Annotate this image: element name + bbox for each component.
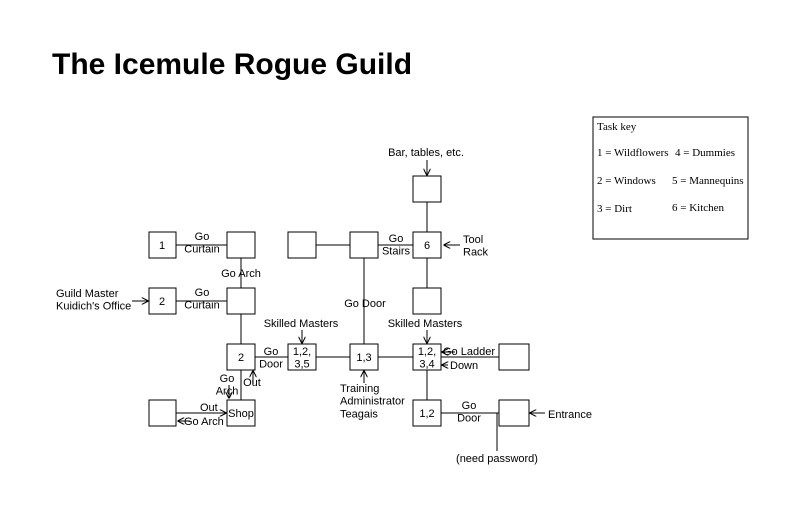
room-label: 1,2,3,5 xyxy=(293,346,311,371)
room-2-mid xyxy=(226,343,256,371)
annotation: Entrance xyxy=(548,409,592,421)
task-key-heading: Task key xyxy=(597,121,637,133)
room-shop xyxy=(226,399,256,427)
task-key-item: 2 = Windows xyxy=(597,175,656,187)
task-key: Task key 1 = Wildflowers 4 = Dummies 2 =… xyxy=(592,116,749,240)
task-key-item: 1 = Wildflowers xyxy=(597,147,669,159)
room-label: 2 xyxy=(238,352,244,364)
room-curtain-1 xyxy=(226,231,256,259)
room-6 xyxy=(412,231,442,259)
task-key-item: 5 = Mannequins xyxy=(672,175,744,187)
room-below-6 xyxy=(412,287,442,315)
connectors xyxy=(176,202,499,451)
room-134 xyxy=(412,343,442,371)
room-2-guild-master xyxy=(148,287,177,315)
room-curtain-2 xyxy=(226,287,256,315)
room-label: 1,2 xyxy=(419,408,434,420)
room-label: 1 xyxy=(159,240,165,252)
path-label: Go Arch xyxy=(221,268,261,280)
annotation: (need password) xyxy=(456,453,538,465)
room-label: 2 xyxy=(159,296,165,308)
path-label: Go Door xyxy=(344,298,386,310)
path-label: Down xyxy=(450,360,478,372)
room-ladder xyxy=(498,343,530,371)
task-key-item: 6 = Kitchen xyxy=(672,202,725,214)
page-title: The Icemule Rogue Guild xyxy=(52,48,412,81)
room-label: 1,3 xyxy=(356,352,371,364)
room-135 xyxy=(287,343,317,371)
room-label: 6 xyxy=(424,240,430,252)
path-label: Out xyxy=(200,402,218,414)
path-label: Out xyxy=(243,377,261,389)
annotation: Skilled Masters xyxy=(264,318,339,330)
room-bar xyxy=(412,175,442,203)
path-label: Go Ladder xyxy=(443,346,495,358)
task-key-item: 4 = Dummies xyxy=(675,147,735,159)
path-label: Go Arch xyxy=(184,416,224,428)
annotation: Bar, tables, etc. xyxy=(388,147,464,159)
room-stairs xyxy=(349,231,379,259)
room-entrance xyxy=(498,399,530,427)
room-1-top xyxy=(148,231,177,259)
annotation: Skilled Masters xyxy=(388,318,463,330)
arrows xyxy=(132,160,545,421)
room-12 xyxy=(412,399,442,427)
task-key-item: 3 = Dirt xyxy=(597,203,632,215)
rooms xyxy=(148,175,530,427)
room-label: Shop xyxy=(228,408,254,420)
room-shop-left xyxy=(148,399,177,427)
room-left-top xyxy=(287,231,317,259)
room-label: 1,2,3,4 xyxy=(418,346,436,371)
room-13 xyxy=(349,343,379,371)
